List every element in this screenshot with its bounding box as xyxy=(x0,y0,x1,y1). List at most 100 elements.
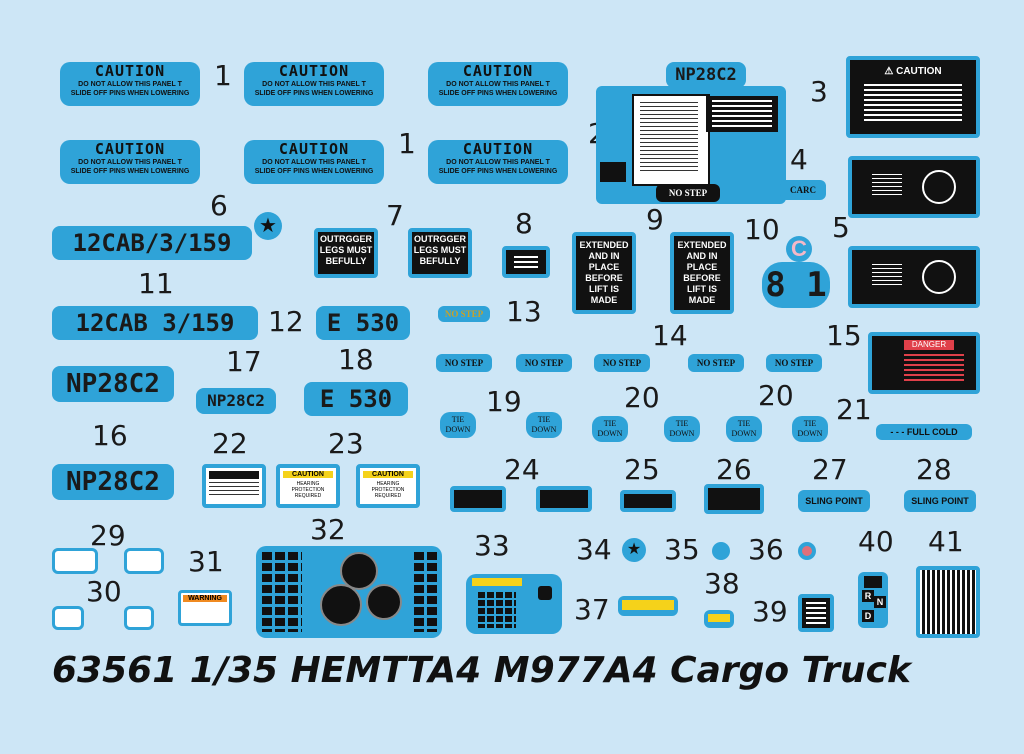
item-number: 5 xyxy=(832,211,850,244)
small-plate-decal xyxy=(536,486,592,512)
speedometer-gauge xyxy=(320,584,362,626)
caution-decal: CAUTION DO NOT ALLOW THIS PANEL T SLIDE … xyxy=(60,62,200,106)
yellow-label-decal xyxy=(618,596,678,616)
item-number: 41 xyxy=(928,525,964,558)
unit-marking-decal: 12CAB/3/159 xyxy=(52,226,252,260)
item-number: 24 xyxy=(504,453,540,486)
control-panel-knob xyxy=(538,586,552,600)
tire-label-text xyxy=(209,482,259,496)
no-step-decal: NO STEP xyxy=(516,354,572,372)
item-number: 1 xyxy=(214,59,232,92)
gear-r-label: R xyxy=(862,590,874,602)
caution-decal: CAUTION DO NOT ALLOW THIS PANEL T SLIDE … xyxy=(60,140,200,184)
extended-sign-decal: EXTENDED AND IN PLACE BEFORE LIFT IS MAD… xyxy=(572,232,636,314)
letter-c-decal: C xyxy=(786,236,812,262)
outrigger-sign-decal: OUTRGGER LEGS MUST BEFULLY xyxy=(408,228,472,278)
item-number: 10 xyxy=(744,213,780,246)
control-panel-switches xyxy=(478,592,516,628)
tachometer-gauge xyxy=(340,552,378,590)
item-number: 23 xyxy=(328,427,364,460)
item-number: 14 xyxy=(652,319,688,352)
tie-down-decal: TIE DOWN xyxy=(592,416,628,442)
unit-marking-decal: 12CAB 3/159 xyxy=(52,306,258,340)
e530-decal: E 530 xyxy=(316,306,410,340)
sling-point-decal: SLING POINT xyxy=(798,490,870,512)
data-plate-panel-text xyxy=(712,100,772,128)
small-plate-decal xyxy=(450,486,506,512)
item-number: 15 xyxy=(826,319,862,352)
gear-d-label: D xyxy=(862,610,874,622)
caution-panel-text xyxy=(864,84,962,124)
item-number: 17 xyxy=(226,345,262,378)
tire-label-decal xyxy=(202,464,266,508)
tie-down-decal: TIE DOWN xyxy=(440,412,476,438)
small-label-decal xyxy=(124,606,154,630)
yellow-label-inner xyxy=(708,614,730,622)
item-number: 20 xyxy=(758,379,794,412)
no-step-decal: NO STEP xyxy=(438,306,490,322)
gear-selector-top xyxy=(864,576,882,588)
item-number: 30 xyxy=(86,575,122,608)
diagram-panel-decal xyxy=(848,156,980,218)
carc-decal: CARC xyxy=(780,180,826,200)
dashboard-switch-grid-left xyxy=(262,552,302,632)
star-icon: ★ xyxy=(254,212,282,240)
small-plate-decal xyxy=(704,484,764,514)
no-step-decal: NO STEP xyxy=(436,354,492,372)
item-number: 21 xyxy=(836,393,872,426)
outrigger-sign-decal: OUTRGGER LEGS MUST BEFULLY xyxy=(314,228,378,278)
yellow-label-decal xyxy=(704,610,734,628)
gear-n-label: N xyxy=(874,596,886,608)
item-number: 28 xyxy=(916,453,952,486)
caution-decal: CAUTION DO NOT ALLOW THIS PANEL T SLIDE … xyxy=(428,62,568,106)
item-number: 20 xyxy=(624,381,660,414)
item-number: 22 xyxy=(212,427,248,460)
data-plate-text xyxy=(640,102,698,174)
tie-down-decal: TIE DOWN xyxy=(792,416,828,442)
caution-decal: CAUTION DO NOT ALLOW THIS PANEL T SLIDE … xyxy=(244,62,384,106)
star-icon: ★ xyxy=(622,538,646,562)
np28c2-decal: NP28C2 xyxy=(666,62,746,88)
diagram-grid xyxy=(872,174,902,198)
yellow-label-inner xyxy=(622,600,674,610)
danger-decal: DANGER xyxy=(868,332,980,394)
item-number: 11 xyxy=(138,267,174,300)
e530-decal: E 530 xyxy=(304,382,408,416)
item-number: 7 xyxy=(386,199,404,232)
keypad-decal xyxy=(916,566,980,638)
full-cold-decal: - - - FULL COLD xyxy=(876,424,972,440)
item-number: 8 xyxy=(515,207,533,240)
item-number: 13 xyxy=(506,295,542,328)
tie-down-decal: TIE DOWN xyxy=(726,416,762,442)
np28c2-decal: NP28C2 xyxy=(196,388,276,414)
item-number: 29 xyxy=(90,519,126,552)
item-number: 37 xyxy=(574,593,610,626)
caution-panel-decal: ⚠ CAUTION xyxy=(846,56,980,138)
tire-label-header xyxy=(209,471,259,479)
danger-text xyxy=(904,354,964,384)
extended-sign-decal: EXTENDED AND IN PLACE BEFORE LIFT IS MAD… xyxy=(670,232,734,314)
item-number: 40 xyxy=(858,525,894,558)
diagram-circle xyxy=(922,170,956,204)
item-number: 27 xyxy=(812,453,848,486)
no-step-decal: NO STEP xyxy=(688,354,744,372)
small-gauge xyxy=(366,584,402,620)
item-number: 6 xyxy=(210,189,228,222)
caution-decal: CAUTION DO NOT ALLOW THIS PANEL T SLIDE … xyxy=(428,140,568,184)
no-step-decal: NO STEP xyxy=(594,354,650,372)
control-panel-label xyxy=(472,578,522,586)
item-number: 12 xyxy=(268,305,304,338)
no-step-decal: NO STEP xyxy=(656,184,720,202)
round-decal-center xyxy=(802,546,812,556)
item-number: 16 xyxy=(92,419,128,452)
item-number: 18 xyxy=(338,343,374,376)
small-plate-decal xyxy=(620,490,676,512)
tie-down-decal: TIE DOWN xyxy=(526,412,562,438)
diagram-grid xyxy=(872,264,902,288)
round-decal xyxy=(712,542,730,560)
diagram-panel-decal xyxy=(848,246,980,308)
warning-label-decal: WARNING xyxy=(178,590,232,626)
warning-icon: ⚠ CAUTION xyxy=(884,66,942,77)
sling-point-decal: SLING POINT xyxy=(904,490,976,512)
small-label-decal xyxy=(52,606,84,630)
